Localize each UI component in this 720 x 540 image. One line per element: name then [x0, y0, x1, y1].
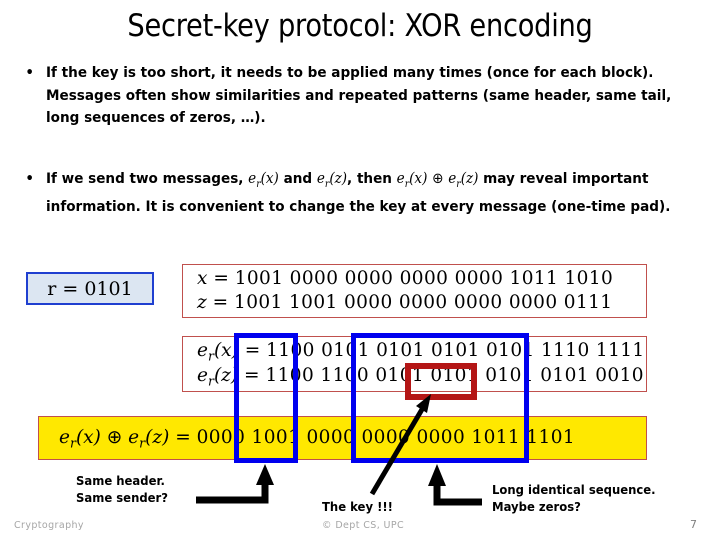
plaintext-messages-panel: x = 1001 0000 0000 0000 0000 1011 1010 z…	[182, 264, 647, 318]
callout-sequence-line1: Long identical sequence.	[492, 482, 656, 497]
bullet-marker: •	[25, 65, 34, 81]
bullet-text-2-prefix: If we send two messages,	[46, 170, 249, 187]
xor-result-row: er(x) ⊕ er(z) = 0000 1001 0000 0000 0000…	[59, 427, 575, 451]
message-z-bits: 1001 1001 0000 0000 0000 0000 0111	[234, 292, 613, 313]
xor-lhs-erz: er(z)	[128, 427, 170, 451]
bullet-item-1: • If the key is too short, it needs to b…	[26, 62, 678, 130]
callout-same-header: Same header. Same sender?	[76, 472, 168, 506]
encoded-row-z: er(z) = 1100 1100 0101 0101 0101 0101 00…	[197, 365, 644, 389]
message-z-label: z =	[197, 292, 229, 313]
callout-long-sequence: Long identical sequence. Maybe zeros?	[492, 481, 656, 515]
callout-sequence-line2: Maybe zeros?	[492, 499, 581, 514]
inline-formula-erx-1: er(x)	[248, 170, 279, 190]
encoded-x-bits: 1100 0101 0101 0101 0101 1110 1111	[266, 340, 645, 361]
xor-result-panel: er(x) ⊕ er(z) = 0000 1001 0000 0000 0000…	[38, 416, 647, 460]
footer-course-name: Cryptography	[14, 520, 84, 531]
callout-the-key: The key !!!	[322, 498, 393, 515]
equals-sign: =	[244, 340, 261, 361]
bullet-text-2-mid1: and	[278, 170, 317, 187]
equals-sign: =	[244, 365, 260, 386]
xor-lhs-erx: er(x)	[59, 427, 101, 451]
bullet-text-2-mid2: , then	[347, 170, 397, 187]
xor-operator-icon: ⊕	[106, 427, 123, 448]
footer-page-number: 7	[690, 518, 698, 531]
encoded-messages-panel: er(x) = 1100 0101 0101 0101 0101 1110 11…	[182, 336, 647, 392]
arrow-header-elbow	[196, 464, 274, 504]
encoded-z-label: er(z)	[197, 365, 239, 389]
footer-copyright: © Dept CS, UPC	[322, 520, 405, 531]
xor-result-bits: 0000 1001 0000 0000 0000 1011 1101	[196, 427, 576, 448]
bullet-item-2: • If we send two messages, er(x) and er(…	[26, 168, 678, 219]
bullet-text-1: If the key is too short, it needs to be …	[46, 64, 672, 126]
callout-key-line1: The key !!!	[322, 499, 393, 514]
encoded-row-x: er(x) = 1100 0101 0101 0101 0101 1110 11…	[197, 340, 645, 364]
page-title: Secret-key protocol: XOR encoding	[127, 8, 593, 44]
encoded-z-bits: 1100 1100 0101 0101 0101 0101 0010	[265, 365, 644, 386]
bullet-marker: •	[25, 171, 34, 187]
arrow-sequence-elbow	[428, 464, 482, 506]
callout-header-line2: Same sender?	[76, 490, 169, 505]
key-formula: r = 0101	[47, 277, 133, 300]
bullet-text-2-suffix: may reveal important information. It is …	[46, 170, 671, 216]
inline-formula-erx-2: er(x)	[396, 170, 428, 190]
inline-formula-erz-1: er(z)	[316, 170, 348, 190]
callout-header-line1: Same header.	[76, 473, 165, 488]
equals-sign: =	[175, 427, 191, 448]
message-row-z: z = 1001 1001 0000 0000 0000 0000 0111	[197, 292, 612, 313]
message-x-bits: 1001 0000 0000 0000 0000 1011 1010	[234, 268, 614, 289]
xor-operator-icon: ⊕	[432, 170, 444, 187]
message-row-x: x = 1001 0000 0000 0000 0000 1011 1010	[197, 268, 613, 289]
key-value-box: r = 0101	[26, 272, 154, 305]
inline-formula-erz-2: er(z)	[448, 170, 479, 190]
message-x-label: x =	[197, 268, 229, 289]
encoded-x-label: er(x)	[197, 340, 239, 364]
